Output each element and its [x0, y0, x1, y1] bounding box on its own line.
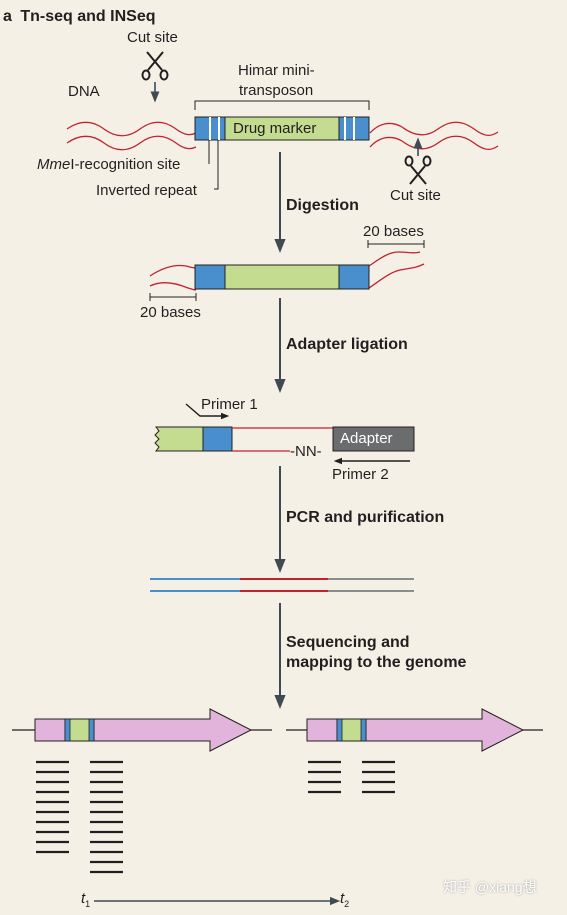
t2-symbol: t	[340, 890, 345, 907]
time-t2-label: t2	[340, 891, 349, 909]
t2-subscript: 2	[344, 899, 350, 909]
primer1-arrow	[185, 403, 230, 420]
bases-right-label: 20 bases	[363, 223, 424, 240]
dna-label: DNA	[68, 83, 100, 100]
step-adapter-ligation: Adapter ligation	[286, 336, 408, 353]
t1-symbol: t	[81, 890, 86, 907]
gene-right	[286, 708, 543, 752]
transposon	[194, 116, 370, 141]
drug-marker-label: Drug marker	[233, 120, 317, 137]
bases-left-label: 20 bases	[140, 304, 201, 321]
himar-label-line1: Himar mini-	[238, 62, 315, 79]
mmei-italic: Mme	[37, 156, 71, 173]
cut-site-label-top: Cut site	[127, 29, 178, 46]
digested-fragment	[149, 251, 425, 291]
primer1-label: Primer 1	[201, 396, 258, 413]
read-stack-t1-right	[90, 760, 123, 874]
panel-title-text: Tn-seq and INSeq	[20, 8, 156, 25]
read-stack-t2-left	[308, 760, 341, 794]
ligated-fragment	[154, 426, 415, 452]
panel-letter: a	[3, 8, 12, 25]
gene-left	[12, 708, 272, 752]
pcr-product	[150, 578, 414, 592]
adapter-label: Adapter	[340, 430, 393, 447]
mmei-rest: I-recognition site	[70, 156, 181, 173]
step-sequencing-line1: Sequencing and	[286, 634, 410, 651]
step-sequencing-line2: mapping to the genome	[286, 654, 467, 671]
inverted-repeat-label: Inverted repeat	[96, 182, 197, 199]
scissors-icon	[404, 155, 432, 185]
panel-title: a Tn-seq and INSeq	[3, 9, 155, 25]
dna-strands	[66, 121, 499, 151]
watermark: 知乎 @xiang想	[443, 879, 537, 895]
step-pcr: PCR and purification	[286, 509, 445, 526]
nn-label: -NN-	[290, 443, 322, 460]
t1-subscript: 1	[85, 899, 91, 909]
bases-scale-bars	[149, 240, 425, 301]
read-stack-t2-right	[362, 760, 395, 794]
mmei-label: MmeI-recognition site	[37, 157, 180, 172]
step-digestion: Digestion	[286, 197, 359, 214]
inverted-repeat-leader	[214, 140, 219, 190]
scissors-icon	[141, 51, 169, 81]
time-t1-label: t1	[81, 891, 90, 909]
primer2-label: Primer 2	[332, 466, 389, 483]
himar-label-line2: transposon	[239, 82, 314, 99]
himar-bracket	[194, 100, 370, 110]
read-stack-t1-left	[36, 760, 69, 854]
cut-site-label-right: Cut site	[390, 187, 441, 204]
